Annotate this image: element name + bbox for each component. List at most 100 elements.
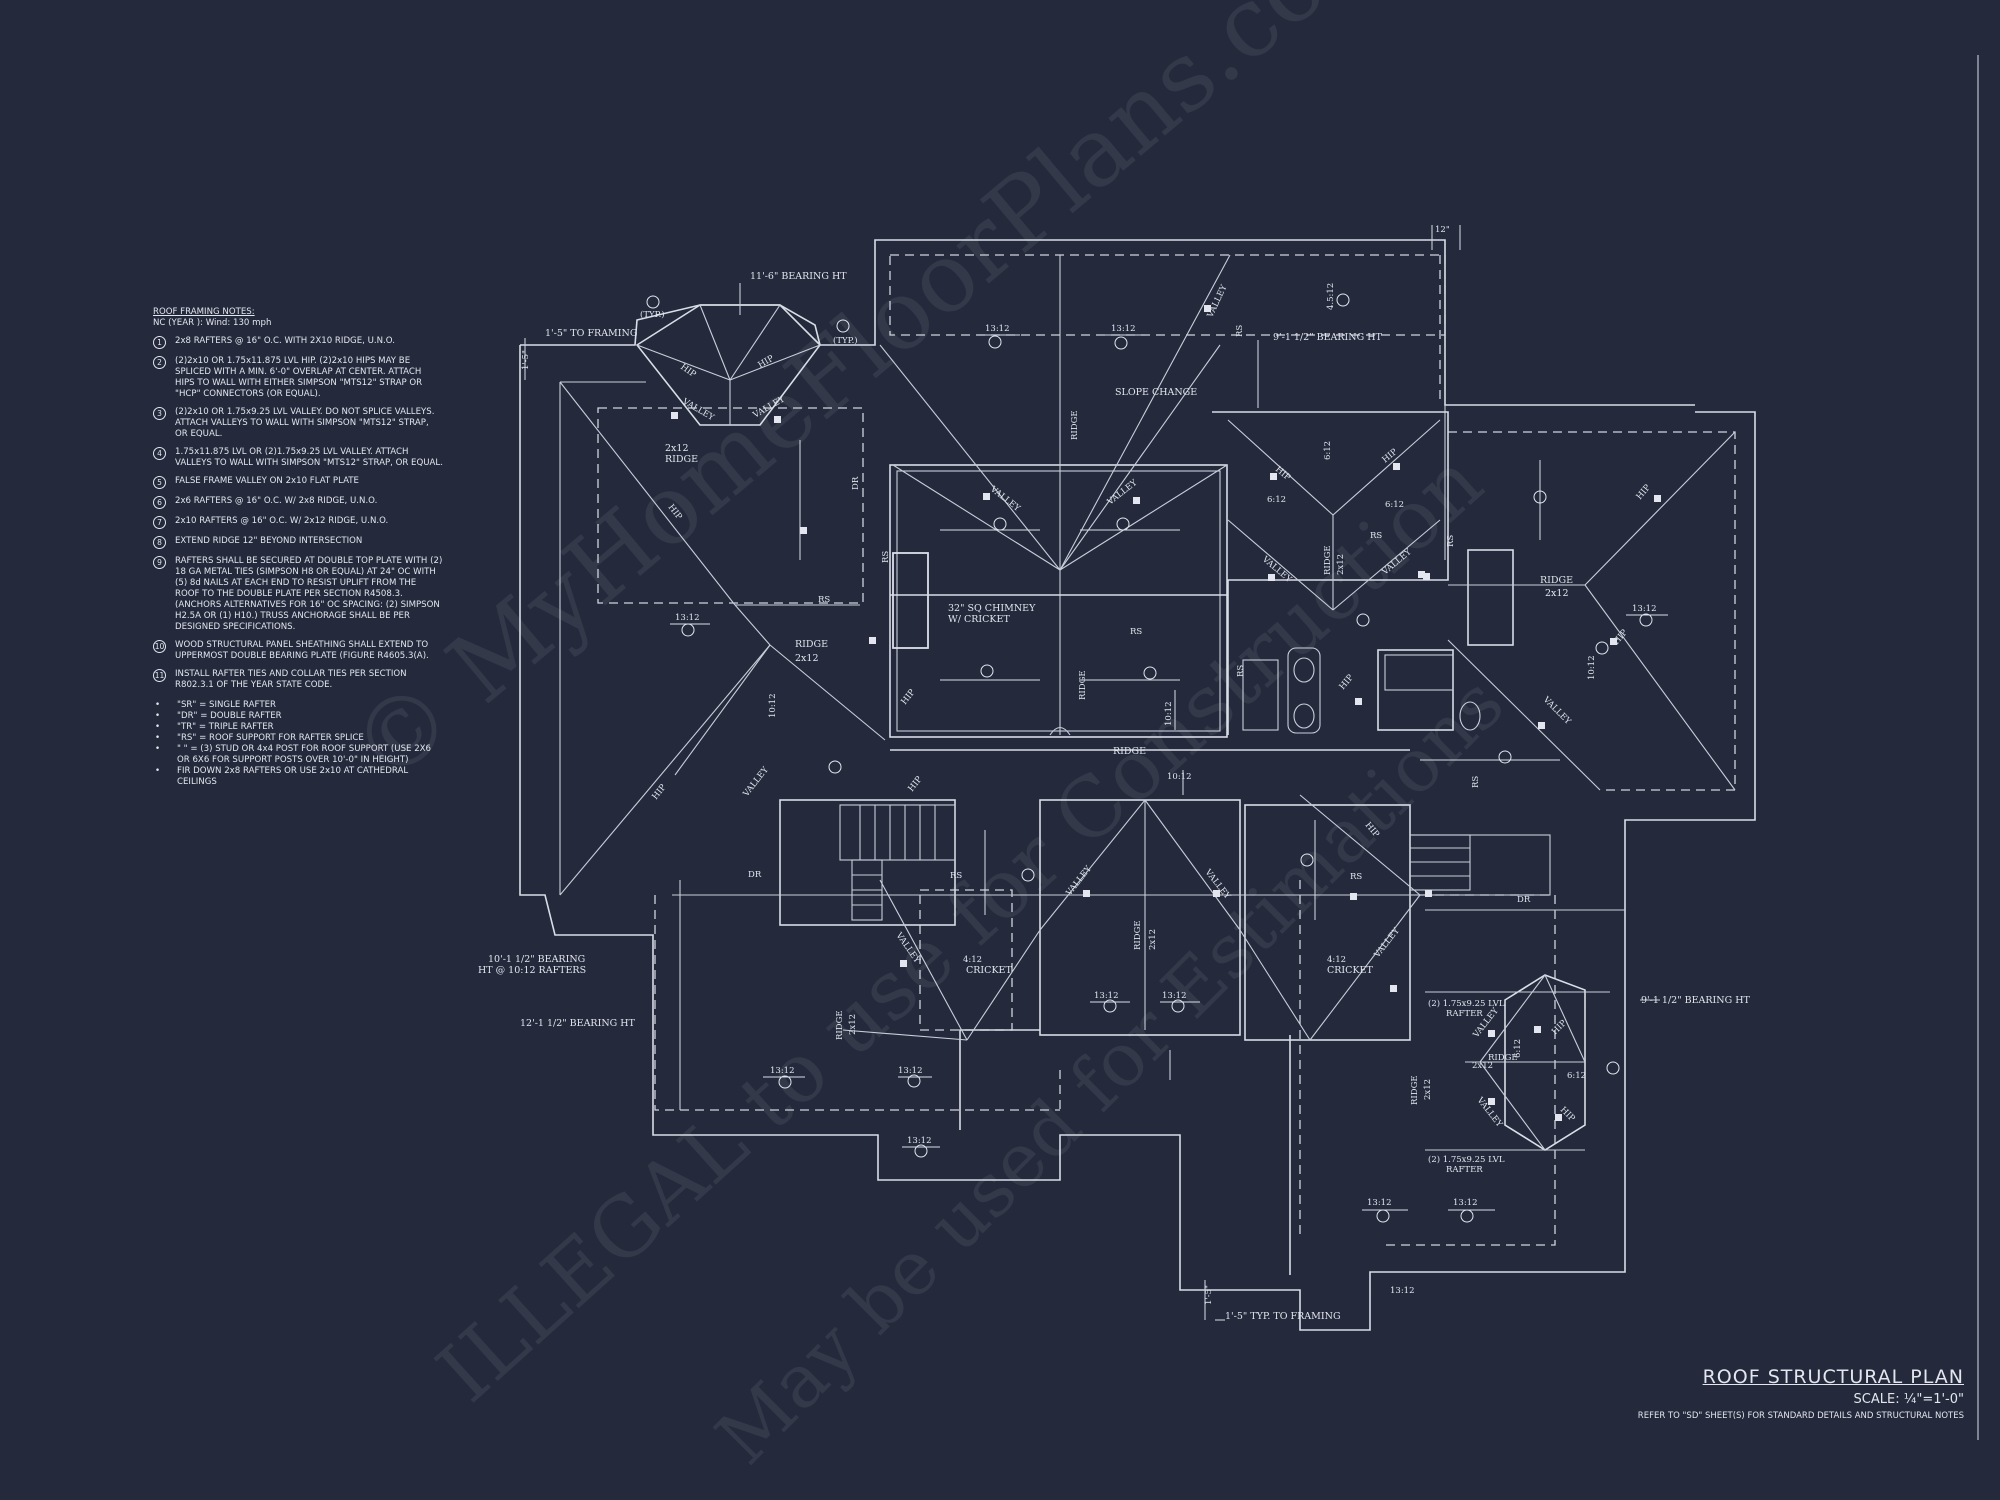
hip-label: HIP [1635, 483, 1653, 502]
roof-members [559, 254, 1736, 1151]
note-text: 1.75x11.875 LVL OR (2)1.75x9.25 LVL VALL… [175, 447, 443, 468]
ridge-label: RIDGE [1488, 1053, 1518, 1063]
pitch-label: 13:12 [1453, 1198, 1478, 1208]
pitch-label: 13:12 [1111, 324, 1136, 334]
label-bearing-11-6: 11'-6" BEARING HT [750, 271, 847, 282]
ridge-label: RIDGE [1078, 670, 1088, 700]
pitch-label: 6:12 [1513, 1039, 1523, 1058]
dr-label: DR [1517, 895, 1531, 905]
hip-label: HIP [650, 782, 668, 801]
label-bearing-10-1b: HT @ 10:12 RAFTERS [478, 965, 586, 976]
note-text: WOOD STRUCTURAL PANEL SHEATHING SHALL EX… [175, 640, 429, 661]
title-block: ROOF STRUCTURAL PLAN SCALE: ¼"=1'-0" REF… [1638, 1366, 1964, 1421]
label-lvl-rafter-b: (2) 1.75x9.25 LVL [1428, 1154, 1505, 1165]
post-markers [671, 305, 1661, 1121]
note-item: 6 2x6 RAFTERS @ 16" O.C. W/ 2x8 RIDGE, U.… [153, 496, 443, 509]
hip-label: HIP [1363, 821, 1381, 840]
sheet-scale: SCALE: ¼"=1'-0" [1853, 1392, 1964, 1407]
pitch-label: 10:12 [1587, 656, 1597, 681]
label-lvl-rafter-a2: RAFTER [1446, 1009, 1483, 1019]
note-number: 2 [153, 356, 166, 369]
note-number: 6 [153, 496, 166, 509]
pitch-label: 13:12 [1162, 991, 1187, 1001]
note-number: 11 [153, 669, 166, 682]
note-text: FALSE FRAME VALLEY ON 2x10 FLAT PLATE [175, 476, 359, 486]
note-text: 2x6 RAFTERS @ 16" O.C. W/ 2x8 RIDGE, U.N… [175, 496, 378, 506]
pitch-label: 10:12 [1167, 772, 1192, 782]
label-lvl-rafter-b2: RAFTER [1446, 1165, 1483, 1175]
label-ridge-mid: RIDGE [795, 639, 828, 650]
rs-label: RS [1350, 872, 1362, 882]
label-ridge-right: RIDGE [1540, 575, 1573, 586]
ridge-size-label: 2x12 [1472, 1061, 1493, 1071]
legend-text: FIR DOWN 2x8 RAFTERS OR USE 2x10 AT CATH… [177, 766, 409, 787]
ridge-label: RIDGE [835, 1010, 845, 1040]
pitch-label: 13:12 [898, 1066, 923, 1076]
label-cricket-a: CRICKET [966, 965, 1012, 976]
chimney [892, 552, 929, 649]
stairs [839, 804, 1471, 921]
label-ridge-center: RIDGE [1113, 746, 1146, 757]
label-cricket-b: CRICKET [1327, 965, 1373, 976]
rs-label: RS [1446, 535, 1456, 547]
sheet-reference: REFER TO "SD" SHEET(S) FOR STANDARD DETA… [1637, 1411, 1964, 1421]
wall-blocks [779, 411, 1551, 1275]
note-markers [646, 293, 1653, 1223]
ridge-label: RIDGE [1323, 545, 1333, 575]
label-2x12-mid: 2x12 [795, 653, 819, 664]
roof-framing-notes: ROOF FRAMING NOTES: NC (YEAR ): Wind: 13… [153, 307, 443, 788]
pitch-label: 6:12 [1385, 500, 1404, 510]
label-dim-15-bot: 1'-5" [1204, 1285, 1214, 1305]
rs-label: RS [1236, 665, 1246, 677]
pitch-label: 13:12 [1632, 604, 1657, 614]
note-text: (2)2x10 OR 1.75x9.25 LVL VALLEY. DO NOT … [175, 407, 435, 439]
note-text: 2x10 RAFTERS @ 16" O.C. W/ 2x12 RIDGE, U… [175, 516, 389, 526]
hip-label: HIP [1381, 447, 1400, 465]
legend-text: "DR" = DOUBLE RAFTER [177, 711, 282, 721]
pitch-label: 13:12 [985, 324, 1010, 334]
pitch-label: 4:12 [963, 955, 982, 965]
label-bearing-9-1-right: 9'-1 1/2" BEARING HT [1641, 995, 1750, 1006]
rs-label: RS [950, 871, 962, 881]
sheet-title: ROOF STRUCTURAL PLAN [1702, 1366, 1964, 1388]
ridge-label: RIDGE [1070, 410, 1080, 440]
rs-label: RS [1471, 776, 1481, 788]
valley-label: VALLEY [987, 484, 1022, 514]
valley-label: VALLEY [1372, 926, 1402, 961]
note-text: EXTEND RIDGE 12" BEYOND INTERSECTION [175, 536, 363, 546]
note-text: (2)2x10 OR 1.75x11.875 LVL HIP. (2)2x10 … [175, 356, 423, 399]
label-lvl-rafter-a: (2) 1.75x9.25 LVL [1428, 998, 1505, 1009]
pitch-label: 4.5:12 [1326, 283, 1336, 310]
bath-fixtures [1049, 647, 1481, 736]
pitch-label: 10:12 [768, 694, 778, 719]
legend-text: " " = (3) STUD OR 4x4 POST FOR ROOF SUPP… [177, 744, 432, 765]
hip-label: HIP [899, 687, 917, 706]
valley-label: VALLEY [1205, 283, 1229, 320]
note-number: 7 [153, 516, 166, 529]
legend-text: "RS" = ROOF SUPPORT FOR RAFTER SPLICE [177, 733, 364, 743]
roof-outline [519, 239, 1756, 1331]
rs-label: RS [881, 551, 891, 563]
label-dim-15-top: 1'-5" [521, 350, 531, 370]
label-chimney-2: W/ CRICKET [948, 614, 1010, 625]
hip-label: HIP [1338, 673, 1356, 692]
note-text: INSTALL RAFTER TIES AND COLLAR TIES PER … [175, 669, 407, 690]
note-text: 2x8 RAFTERS @ 16" O.C. WITH 2X10 RIDGE, … [175, 336, 395, 346]
note-number: 4 [153, 447, 166, 460]
legend-item: •FIR DOWN 2x8 RAFTERS OR USE 2x10 AT CAT… [153, 766, 443, 788]
note-number: 5 [153, 476, 166, 489]
pitch-label: 6:12 [1267, 495, 1286, 505]
legend-item: •"TR" = TRIPLE RAFTER [155, 722, 274, 732]
valley-label: VALLEY [1380, 547, 1414, 578]
valley-label: VALLEY [741, 765, 771, 800]
dr-label: DR [748, 870, 762, 880]
pitch-label: 13:12 [770, 1066, 795, 1076]
note-number: 10 [153, 640, 166, 653]
rs-label: RS [818, 595, 830, 605]
label-bearing-12-1: 12'-1 1/2" BEARING HT [520, 1018, 636, 1029]
label-bearing-9-1-top: 9'-1 1/2" BEARING HT [1273, 332, 1382, 343]
pitch-label: 13:12 [1367, 1198, 1392, 1208]
